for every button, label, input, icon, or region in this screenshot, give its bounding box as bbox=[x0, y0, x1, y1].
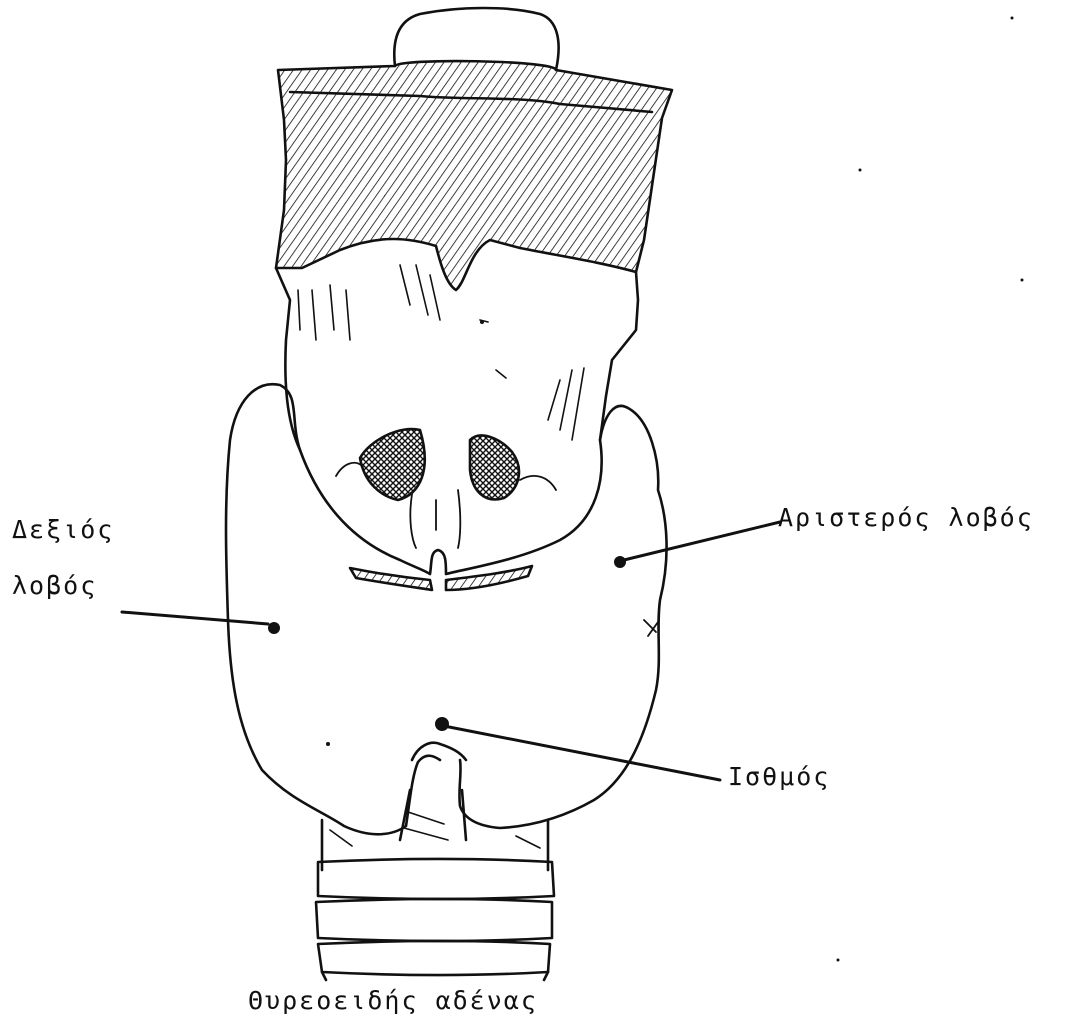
speck bbox=[1011, 17, 1014, 20]
speck bbox=[480, 320, 484, 324]
speck bbox=[859, 169, 862, 172]
right-lobe-label-line2: λοβός bbox=[12, 573, 97, 598]
right-lobe-label-line1: Δεξιός bbox=[12, 517, 114, 542]
left-lobe-dot bbox=[614, 556, 626, 568]
right-opening bbox=[470, 436, 519, 500]
left-opening bbox=[360, 429, 425, 500]
speck bbox=[837, 959, 840, 962]
trachea-ring-3 bbox=[318, 941, 550, 975]
speck bbox=[1021, 279, 1024, 282]
left-lobe-label: Αριστερός λοβός bbox=[778, 505, 1034, 530]
lobe-marks bbox=[644, 620, 658, 636]
isthmus-label: Ισθμός bbox=[728, 764, 830, 789]
isthmus-leader bbox=[444, 726, 720, 780]
trachea-ring-1 bbox=[318, 859, 554, 899]
thyroid-cartilage-plate bbox=[276, 61, 672, 290]
cricoid-rim bbox=[350, 566, 532, 590]
cartilage-shading bbox=[298, 265, 584, 440]
left-lobe-leader bbox=[624, 522, 780, 560]
right-lobe-leader bbox=[122, 612, 268, 624]
speck bbox=[326, 742, 330, 746]
isthmus-notch bbox=[412, 743, 466, 760]
trachea-shading bbox=[330, 812, 540, 848]
isthmus-dot bbox=[435, 717, 449, 731]
larynx-outline bbox=[276, 268, 638, 574]
right-lobe-dot bbox=[268, 622, 280, 634]
trachea-ring-2 bbox=[316, 899, 552, 941]
figure-caption: Θυρεοειδής αδένας bbox=[248, 988, 538, 1013]
